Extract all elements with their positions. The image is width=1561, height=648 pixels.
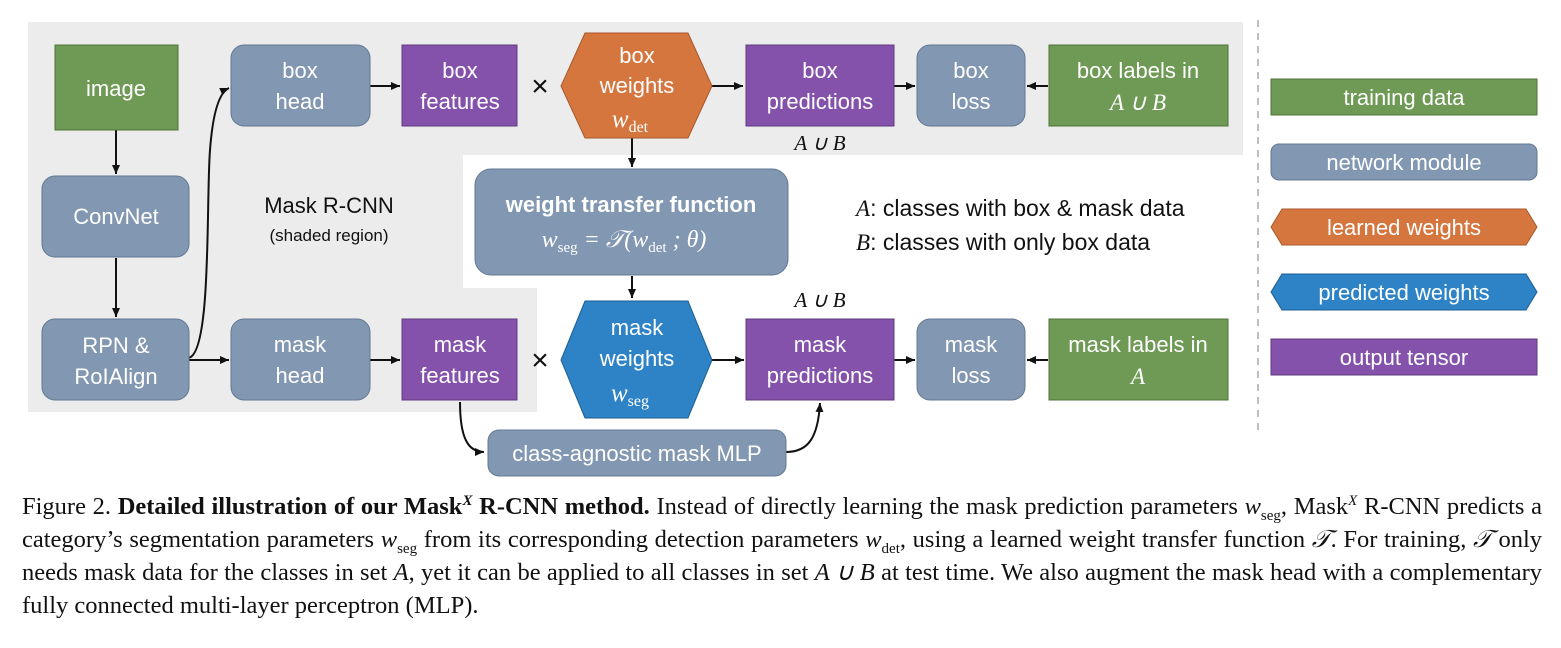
arrows xyxy=(112,82,1048,456)
mask-weights-symbol: wseg xyxy=(611,380,649,410)
wtf-equation: wseg = 𝒯(wdet ; θ) xyxy=(542,227,707,256)
box-head-label-1: box xyxy=(282,58,317,83)
svg-text:output tensor: output tensor xyxy=(1340,345,1468,370)
node-box-labels: box labels in A ∪ B xyxy=(1048,44,1229,127)
arrow-mlp-maskpred xyxy=(785,402,824,453)
mask-weights-label-1: mask xyxy=(611,315,665,340)
mask-labels-label-2: A xyxy=(1129,364,1146,389)
mask-weights-label-2: weights xyxy=(599,346,675,371)
svg-text:predicted weights: predicted weights xyxy=(1318,280,1489,305)
legend-network-module: network module xyxy=(1270,143,1538,181)
node-box-features: box features xyxy=(401,44,518,127)
node-mask-loss: mask loss xyxy=(916,318,1026,401)
node-weight-transfer-function: weight transfer function wseg = 𝒯(wdet ;… xyxy=(474,168,789,276)
rpn-label-1: RPN & xyxy=(82,333,150,358)
box-weights-label-2: weights xyxy=(599,73,675,98)
definition-a: A: classes with box & mask data xyxy=(854,195,1185,221)
region-sublabel: (shaded region) xyxy=(269,226,388,245)
mask-labels-label-1: mask labels in xyxy=(1068,332,1207,357)
node-box-weights: box weights wdet xyxy=(560,32,713,139)
mask-loss-label-2: loss xyxy=(951,363,990,388)
node-mask-labels: mask labels in A xyxy=(1048,318,1229,401)
box-loss-label-1: box xyxy=(953,58,988,83)
box-features-label-1: box xyxy=(442,58,477,83)
svg-text:network module: network module xyxy=(1326,150,1481,175)
box-weights-symbol: wdet xyxy=(612,106,649,136)
box-features-label-2: features xyxy=(420,89,500,114)
box-set-label: A ∪ B xyxy=(792,131,845,155)
node-rpn-roialign: RPN & RoIAlign xyxy=(41,318,190,401)
node-image: image xyxy=(54,44,179,131)
mask-loss-label-1: mask xyxy=(945,332,999,357)
times-symbol-mask: × xyxy=(531,344,549,377)
mask-features-label-1: mask xyxy=(434,332,488,357)
mask-set-label: A ∪ B xyxy=(792,288,845,312)
node-mask-mlp: class-agnostic mask MLP xyxy=(487,429,787,477)
node-mask-head: mask head xyxy=(230,318,371,401)
box-predictions-label-1: box xyxy=(802,58,837,83)
svg-text:learned weights: learned weights xyxy=(1327,215,1481,240)
architecture-diagram: image ConvNet Mask R-CNN (shaded region)… xyxy=(28,20,1538,477)
mask-head-label-1: mask xyxy=(274,332,328,357)
image-label: image xyxy=(86,76,146,101)
svg-text:training data: training data xyxy=(1343,85,1465,110)
mask-predictions-label-2: predictions xyxy=(767,363,873,388)
node-box-head: box head xyxy=(230,44,371,127)
arrow-maskfeatures-mlp xyxy=(459,401,485,456)
mask-predictions-label-1: mask xyxy=(794,332,848,357)
legend: training data network module learned wei… xyxy=(1270,78,1538,376)
box-head-label-2: head xyxy=(276,89,325,114)
legend-training-data: training data xyxy=(1270,78,1538,116)
box-predictions-label-2: predictions xyxy=(767,89,873,114)
figure-caption: Figure 2. Detailed illustration of our M… xyxy=(22,492,1543,619)
arrow-rpn-boxhead xyxy=(187,87,230,359)
box-loss-label-2: loss xyxy=(951,89,990,114)
convnet-label: ConvNet xyxy=(73,204,159,229)
node-mask-predictions: mask predictions xyxy=(745,318,895,401)
times-symbol-box: × xyxy=(531,70,549,103)
mask-head-label-2: head xyxy=(276,363,325,388)
node-mask-weights: mask weights wseg xyxy=(560,300,713,419)
box-labels-label-1: box labels in xyxy=(1077,58,1199,83)
mlp-label: class-agnostic mask MLP xyxy=(512,441,761,466)
node-box-predictions: box predictions xyxy=(745,44,895,127)
region-label: Mask R-CNN xyxy=(264,193,394,218)
node-box-loss: box loss xyxy=(916,44,1026,127)
wtf-title: weight transfer function xyxy=(505,192,757,217)
legend-output-tensor: output tensor xyxy=(1270,338,1538,376)
mask-features-label-2: features xyxy=(420,363,500,388)
legend-predicted-weights: predicted weights xyxy=(1270,273,1538,311)
box-labels-label-2: A ∪ B xyxy=(1108,90,1166,115)
node-convnet: ConvNet xyxy=(41,175,190,258)
legend-learned-weights: learned weights xyxy=(1270,208,1538,246)
rpn-label-2: RoIAlign xyxy=(74,364,157,389)
box-weights-label-1: box xyxy=(619,43,654,68)
definition-b: B: classes with only box data xyxy=(856,229,1150,255)
node-mask-features: mask features xyxy=(401,318,518,401)
